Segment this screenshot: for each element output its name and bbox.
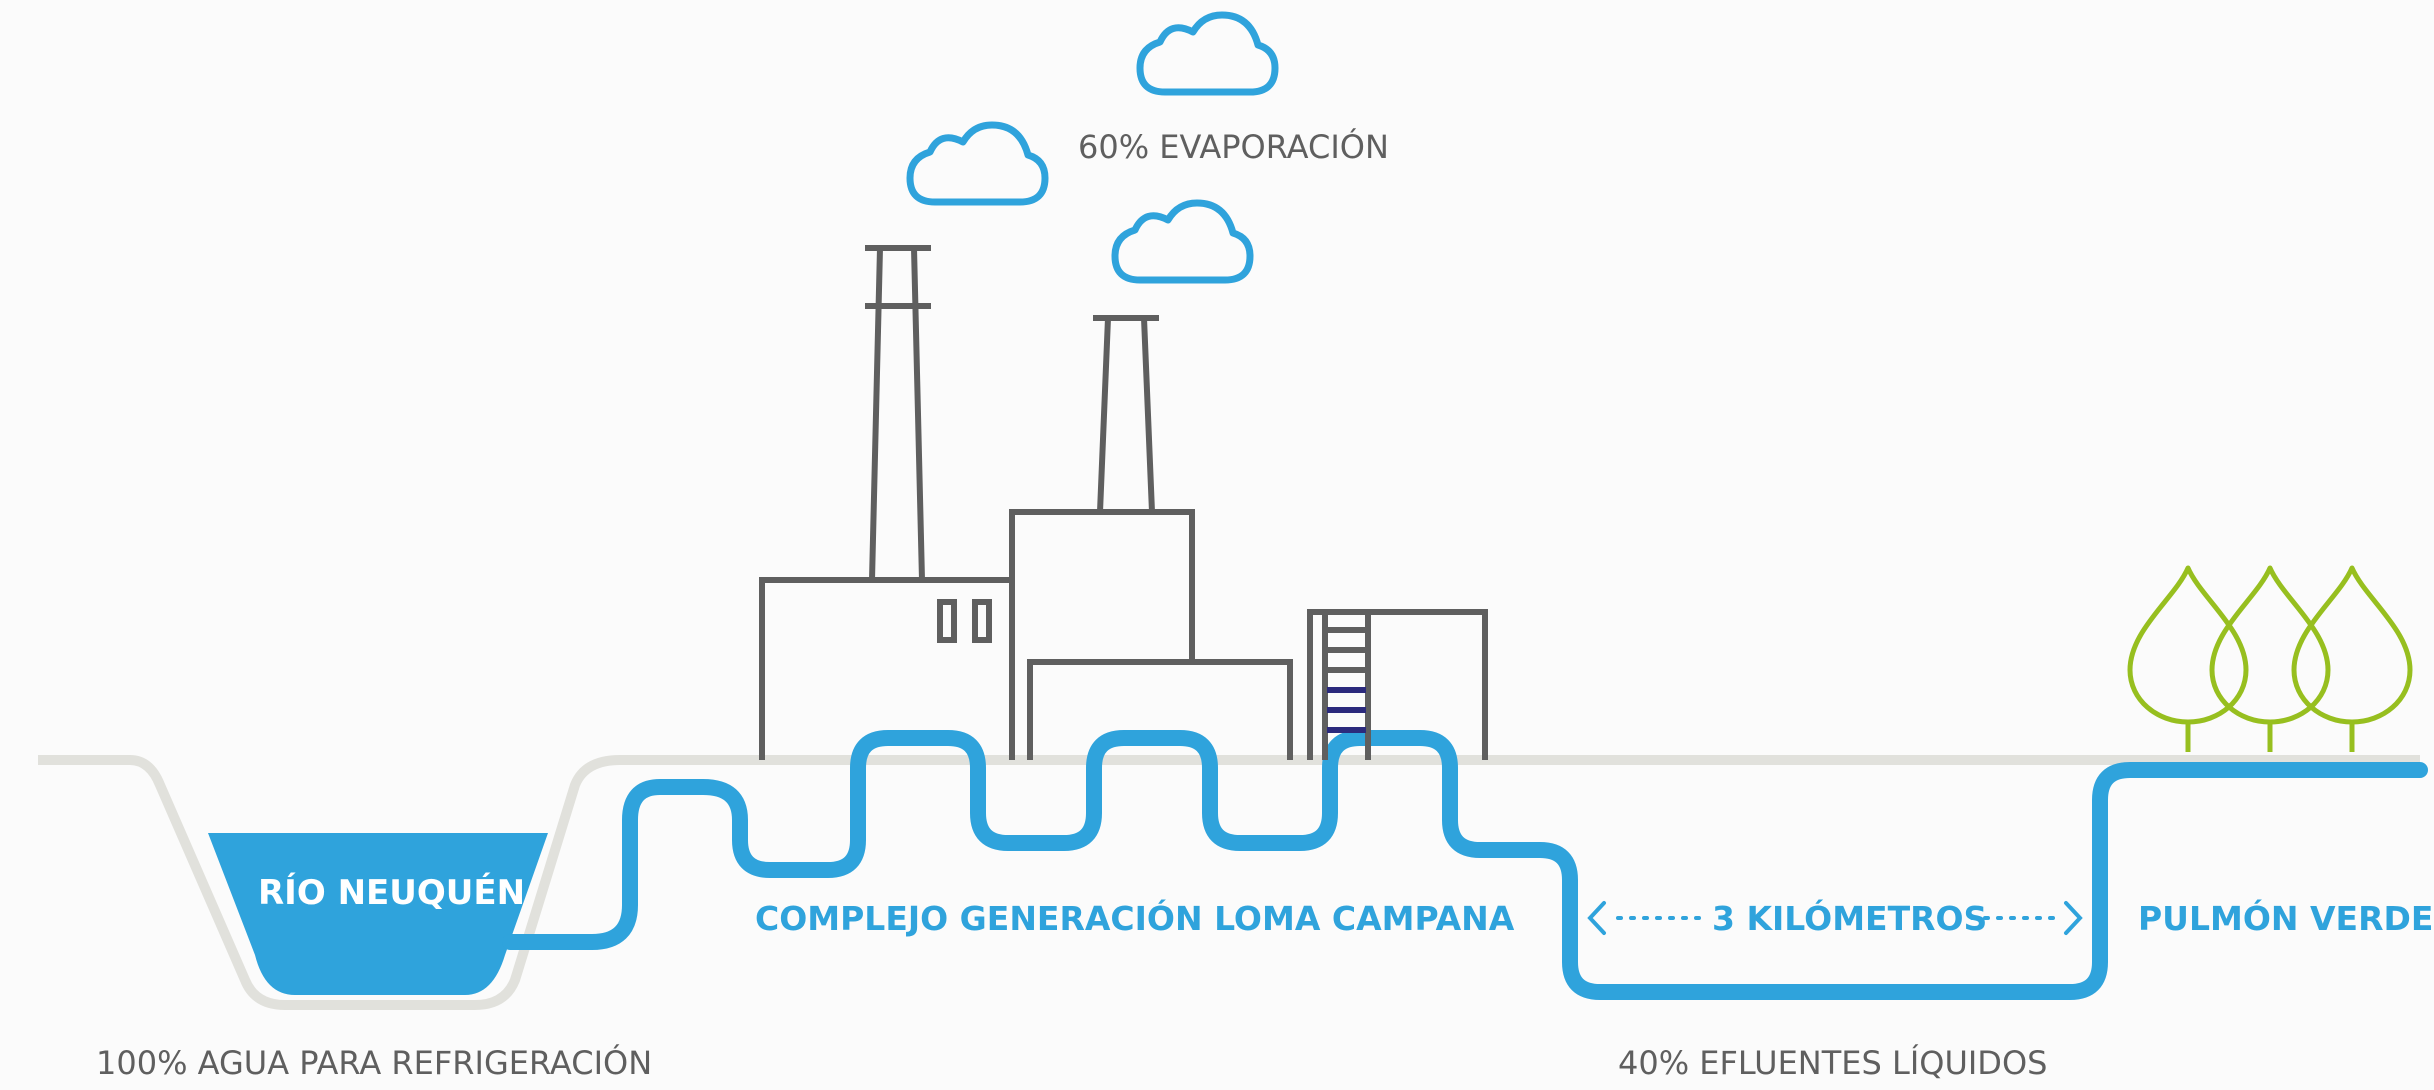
cooling-water-label: 100% AGUA PARA REFRIGERACIÓN (96, 1044, 653, 1082)
ladder-accent (1327, 687, 1366, 733)
river-label: RÍO NEUQUÉN (258, 873, 526, 913)
complex-label: COMPLEJO GENERACIÓN LOMA CAMPANA (755, 899, 1515, 938)
distance-label: 3 KILÓMETROS (1712, 899, 1988, 938)
arrow-right-icon (2064, 901, 2083, 935)
green-lung-label: PULMÓN VERDE (2138, 899, 2434, 938)
tree-icon (2209, 565, 2331, 725)
arrow-left-icon (1587, 901, 1606, 935)
ground-line (38, 755, 2420, 1010)
water-pipe (502, 730, 2428, 1000)
building-window-2 (972, 599, 992, 643)
river-water (208, 833, 548, 995)
evaporation-label: 60% EVAPORACIÓN (1078, 128, 1389, 166)
factory (759, 245, 1488, 760)
trees (2127, 565, 2413, 752)
cloud-icon (1136, 11, 1279, 96)
building-front (1027, 659, 1293, 760)
tank (1307, 609, 1488, 760)
chimney-left (869, 245, 925, 581)
chimney-right (1097, 315, 1155, 513)
effluents-label: 40% EFLUENTES LÍQUIDOS (1618, 1044, 2048, 1082)
building-middle (1009, 509, 1195, 760)
distance-indicator (1587, 901, 2083, 935)
building-window-1 (937, 599, 957, 643)
clouds (906, 11, 1279, 284)
cloud-icon (1111, 199, 1254, 284)
tree-icon (2291, 565, 2413, 725)
cloud-icon (906, 121, 1049, 206)
tree-icon (2127, 565, 2249, 725)
